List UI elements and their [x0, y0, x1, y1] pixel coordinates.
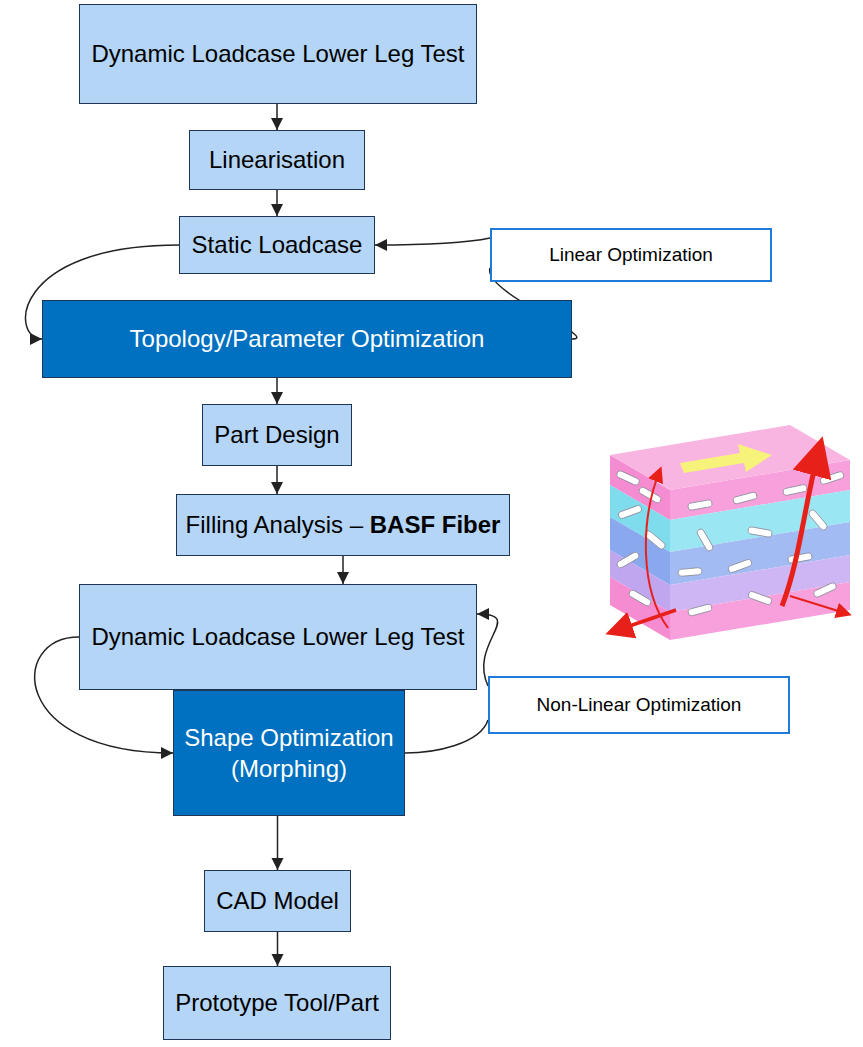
arrow-head [161, 747, 173, 759]
process-box: Linearisation [189, 130, 365, 190]
flow-connector [272, 816, 284, 870]
arrow-head [375, 239, 387, 251]
node-text: Part Design [214, 419, 339, 450]
arrow-head [271, 392, 283, 404]
loadcase-box: Dynamic Loadcase Lower Leg Test [79, 584, 477, 690]
optimization-label-box: Linear Optimization [490, 228, 772, 282]
optimization-label-box: Non-Linear Optimization [488, 676, 790, 734]
node-text: Shape Optimization (Morphing) [182, 722, 396, 784]
analysis-box: Filling Analysis –BASF Fiber [176, 494, 510, 556]
flow-connector [271, 190, 283, 216]
node-text: Dynamic Loadcase Lower Leg Test [91, 621, 464, 652]
connector-line [375, 238, 490, 245]
node-text: Filling Analysis – [186, 509, 363, 540]
node-text: BASF Fiber [370, 509, 501, 540]
arrow-head [271, 482, 283, 494]
flow-connector [272, 932, 284, 966]
node-text: Static Loadcase [192, 229, 363, 260]
flow-connector [375, 238, 490, 251]
process-box: CAD Model [204, 870, 351, 932]
node-text: Dynamic Loadcase Lower Leg Test [91, 38, 464, 69]
flow-connector [271, 104, 283, 130]
flow-connector [337, 556, 349, 584]
node-text: Linear Optimization [549, 243, 713, 268]
flow-connector [477, 608, 498, 686]
connector-line [405, 720, 488, 753]
arrow-head [477, 608, 489, 620]
arrow-head [30, 333, 42, 345]
arrow-head [271, 118, 283, 130]
arrow-head [271, 204, 283, 216]
flow-connector [405, 720, 488, 753]
arrow-head [272, 954, 284, 966]
process-box: Prototype Tool/Part [163, 966, 391, 1040]
process-box: Part Design [202, 404, 352, 466]
node-text: Linearisation [209, 144, 345, 175]
flow-connector [271, 466, 283, 494]
optimization-box: Topology/Parameter Optimization [42, 300, 572, 378]
arrow-head [337, 572, 349, 584]
arrow-head [272, 858, 284, 870]
loadcase-box: Dynamic Loadcase Lower Leg Test [79, 4, 477, 104]
node-text: Prototype Tool/Part [175, 987, 379, 1018]
flow-connector [271, 378, 283, 404]
node-text: Non-Linear Optimization [537, 693, 742, 718]
optimization-box: Shape Optimization (Morphing) [173, 690, 405, 816]
node-text: CAD Model [216, 885, 339, 916]
node-text: Topology/Parameter Optimization [130, 323, 485, 354]
process-box: Static Loadcase [179, 216, 375, 274]
